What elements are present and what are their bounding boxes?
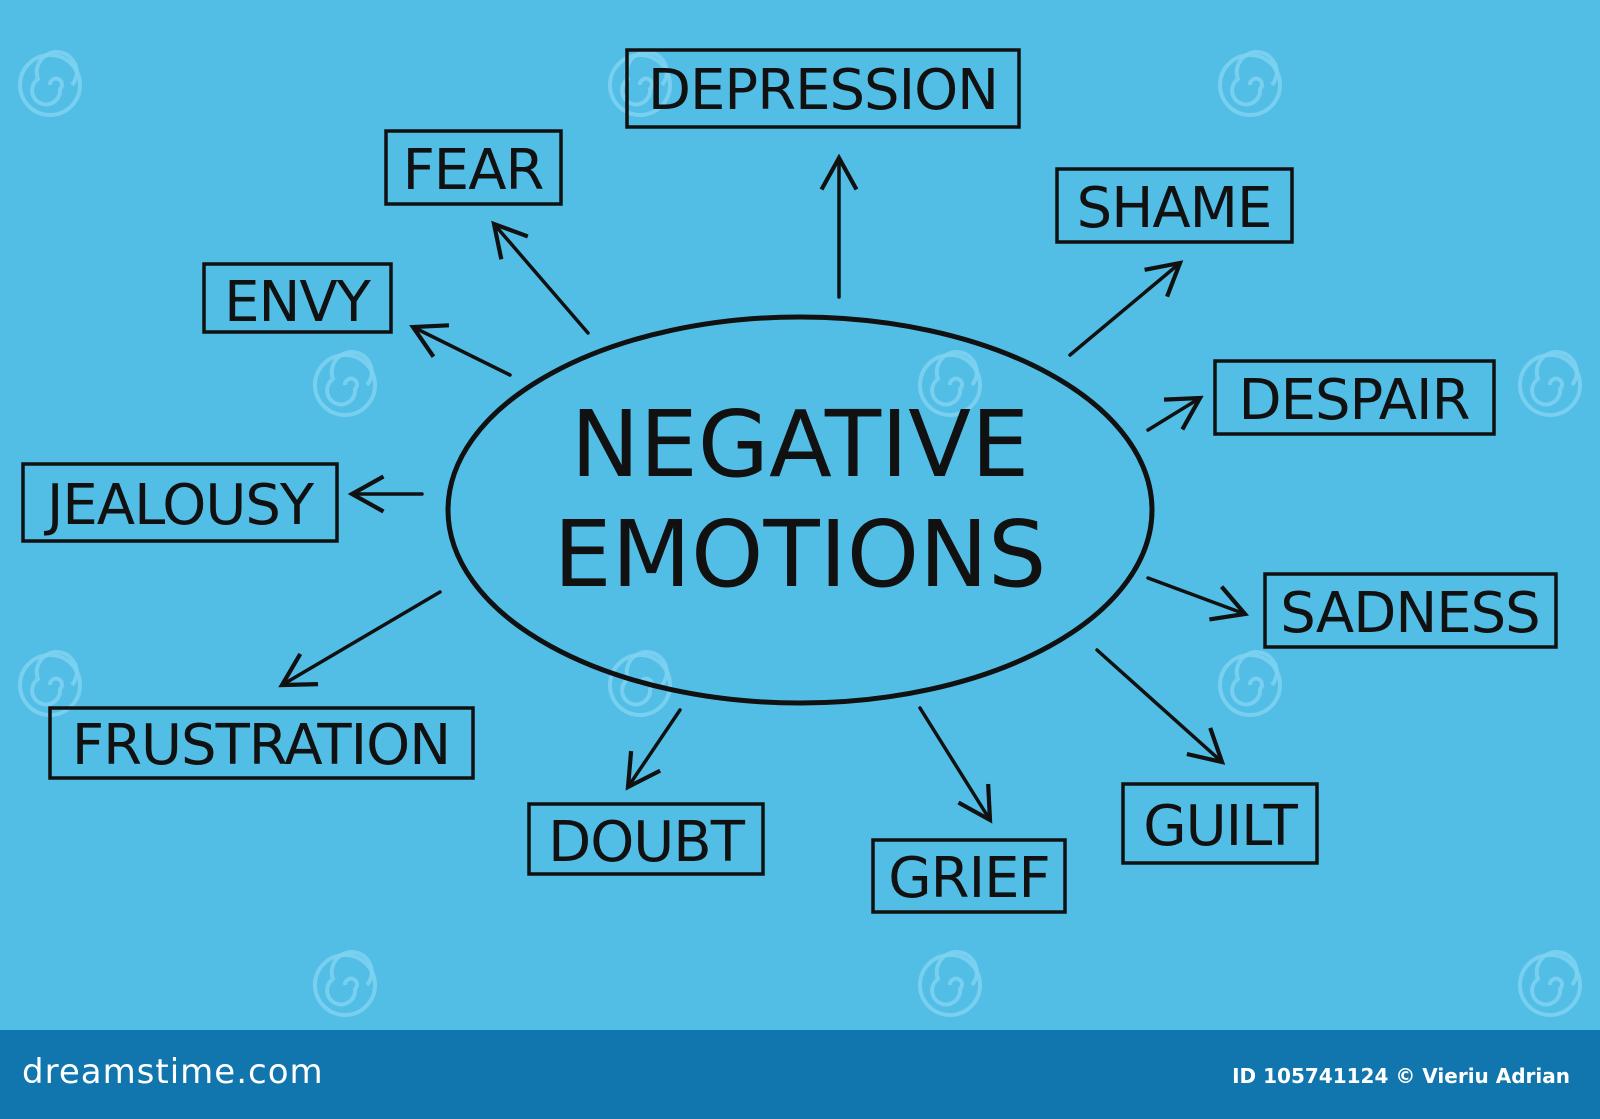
arrow-icon [409, 323, 512, 377]
node-label: SHAME [1077, 176, 1272, 241]
node-label: ENVY [224, 270, 372, 335]
footer-bar: dreamstime.com ID 105741124 © Vieriu Adr… [0, 1030, 1600, 1119]
node-frustration: FRUSTRATION [48, 706, 475, 780]
center-ellipse [445, 314, 1155, 706]
arrow-icon [1068, 260, 1184, 357]
watermark-spiral-icon [30, 50, 79, 107]
watermark-spiral-icon [930, 350, 979, 407]
node-label: JEALOUSY [44, 473, 315, 538]
node-doubt: DOUBT [527, 802, 765, 876]
node-box [21, 462, 339, 543]
node-box [1055, 167, 1294, 244]
node-box [871, 838, 1067, 914]
node-box [202, 262, 393, 334]
node-label: GUILT [1143, 794, 1298, 859]
node-box [48, 706, 475, 780]
arrow-icon [918, 706, 993, 824]
node-sadness: SADNESS [1263, 572, 1558, 649]
node-despair: DESPAIR [1213, 359, 1496, 436]
dreamstime-spiral-watermark-icon [18, 50, 1582, 1017]
watermark-spiral-icon [325, 350, 374, 407]
watermark-spiral-icon [1530, 350, 1579, 407]
node-grief: GRIEF [871, 838, 1067, 914]
watermark-spiral-icon [620, 50, 669, 107]
watermark-spiral-icon [930, 950, 979, 1007]
node-envy: ENVY [202, 262, 393, 335]
node-label: GRIEF [888, 846, 1049, 911]
watermark-spiral-icon [1230, 50, 1279, 107]
arrow-icon [625, 708, 682, 791]
node-box [625, 48, 1021, 129]
arrow-icon [1146, 576, 1250, 622]
node-box [1121, 782, 1319, 865]
node-depression: DEPRESSION [625, 48, 1021, 129]
center-title-line1: NEGATIVE [571, 391, 1029, 498]
node-label: DESPAIR [1239, 368, 1470, 433]
node-label: DEPRESSION [648, 58, 998, 123]
node-box [384, 129, 563, 206]
node-fear: FEAR [384, 129, 563, 206]
arrow-icon [1095, 648, 1226, 765]
node-label: FRUSTRATION [72, 713, 450, 778]
node-box [527, 802, 765, 876]
node-label: SADNESS [1280, 581, 1539, 646]
watermark-spiral-icon [1230, 650, 1279, 707]
node-box [1213, 359, 1496, 436]
watermark-spiral-icon [325, 950, 374, 1007]
node-jealousy: JEALOUSY [21, 462, 339, 543]
watermark-spiral-icon [30, 650, 79, 707]
center-title-line2: EMOTIONS [554, 501, 1047, 608]
arrow-icon [278, 590, 442, 688]
arrow-icon [1146, 395, 1204, 432]
arrow-icon [491, 220, 590, 335]
node-box [1263, 572, 1558, 649]
image-credit: ID 105741124 © Vieriu Adrian [1232, 1064, 1570, 1088]
node-guilt: GUILT [1121, 782, 1319, 865]
node-label: FEAR [403, 138, 544, 203]
watermark-spiral-icon [1530, 950, 1579, 1007]
node-shame: SHAME [1055, 167, 1294, 244]
arrows [278, 153, 1250, 824]
dreamstime-logo[interactable]: dreamstime.com [22, 1052, 324, 1092]
mind-map: NEGATIVE EMOTIONS DEPRESSION FEAR [18, 48, 1582, 1017]
node-label: DOUBT [548, 810, 746, 875]
